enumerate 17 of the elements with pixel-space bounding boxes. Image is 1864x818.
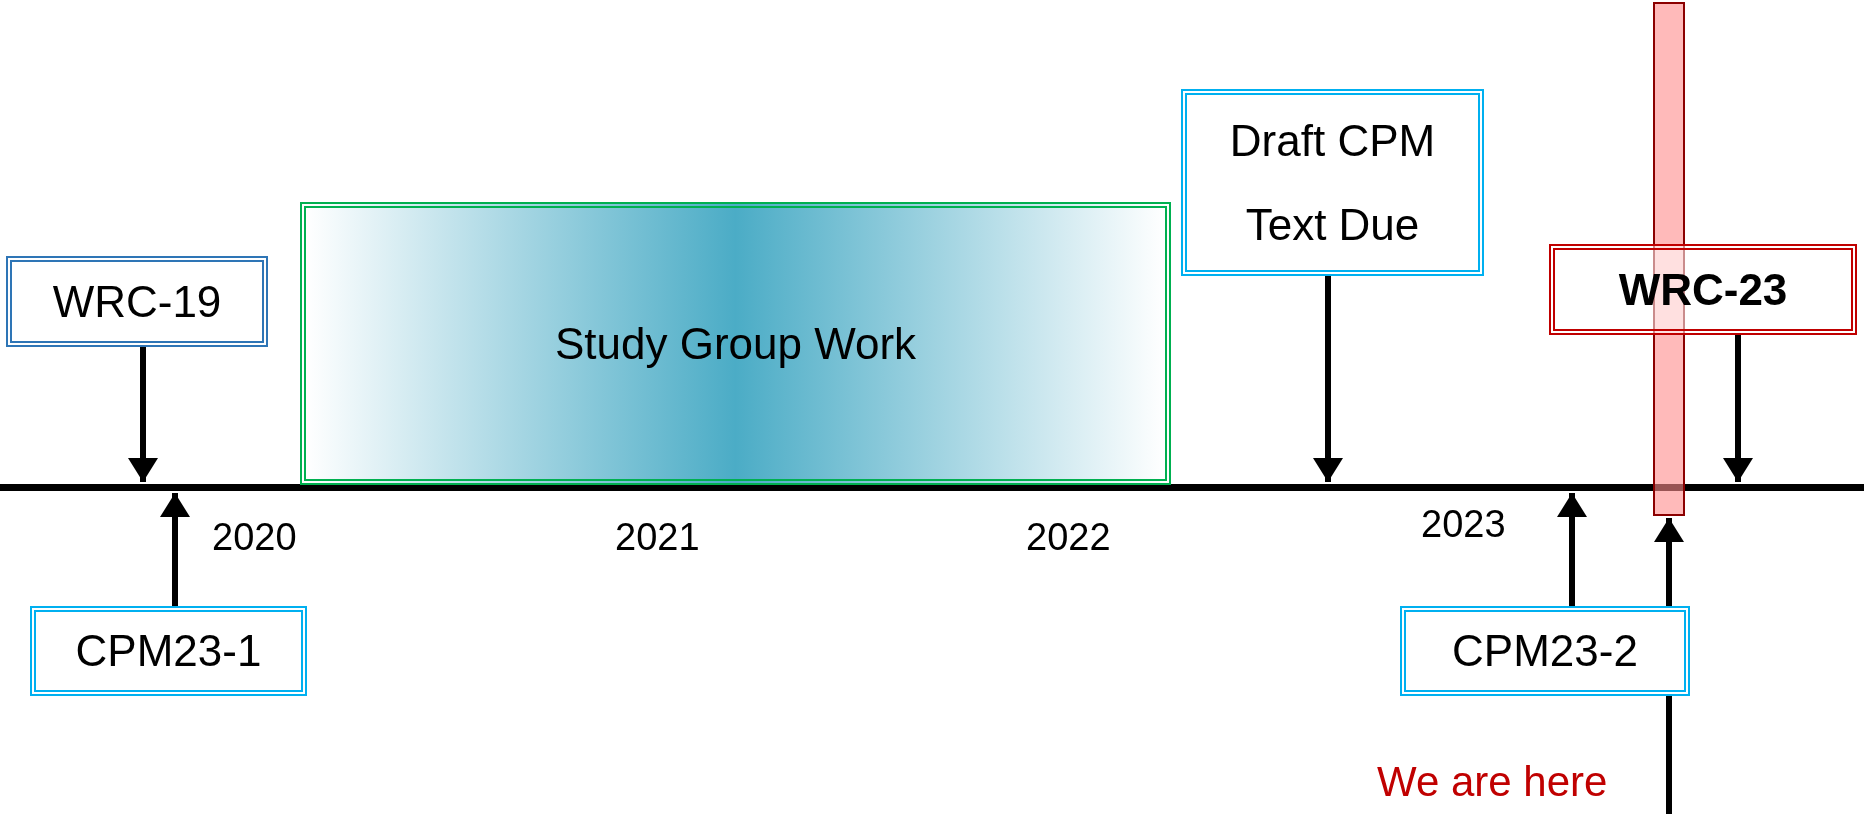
- arrow: [128, 347, 158, 482]
- milestone-box: CPM23-2: [1400, 606, 1690, 696]
- period-box: Study Group Work: [300, 202, 1171, 485]
- milestone-box: WRC-23: [1549, 244, 1857, 335]
- year-label: 2022: [1026, 516, 1111, 559]
- arrow: [160, 493, 190, 606]
- arrow: [1313, 276, 1343, 482]
- year-label: 2021: [615, 516, 700, 559]
- timeline-axis: [0, 484, 1864, 491]
- milestone-box: Draft CPM Text Due: [1181, 89, 1484, 276]
- arrow: [1723, 335, 1753, 482]
- milestone-box: WRC-19: [6, 256, 268, 347]
- edge-label: We are here: [1377, 758, 1608, 806]
- year-label: 2020: [212, 516, 297, 559]
- year-label: 2023: [1421, 503, 1506, 546]
- arrow: [1557, 493, 1587, 606]
- milestone-box: CPM23-1: [30, 606, 307, 696]
